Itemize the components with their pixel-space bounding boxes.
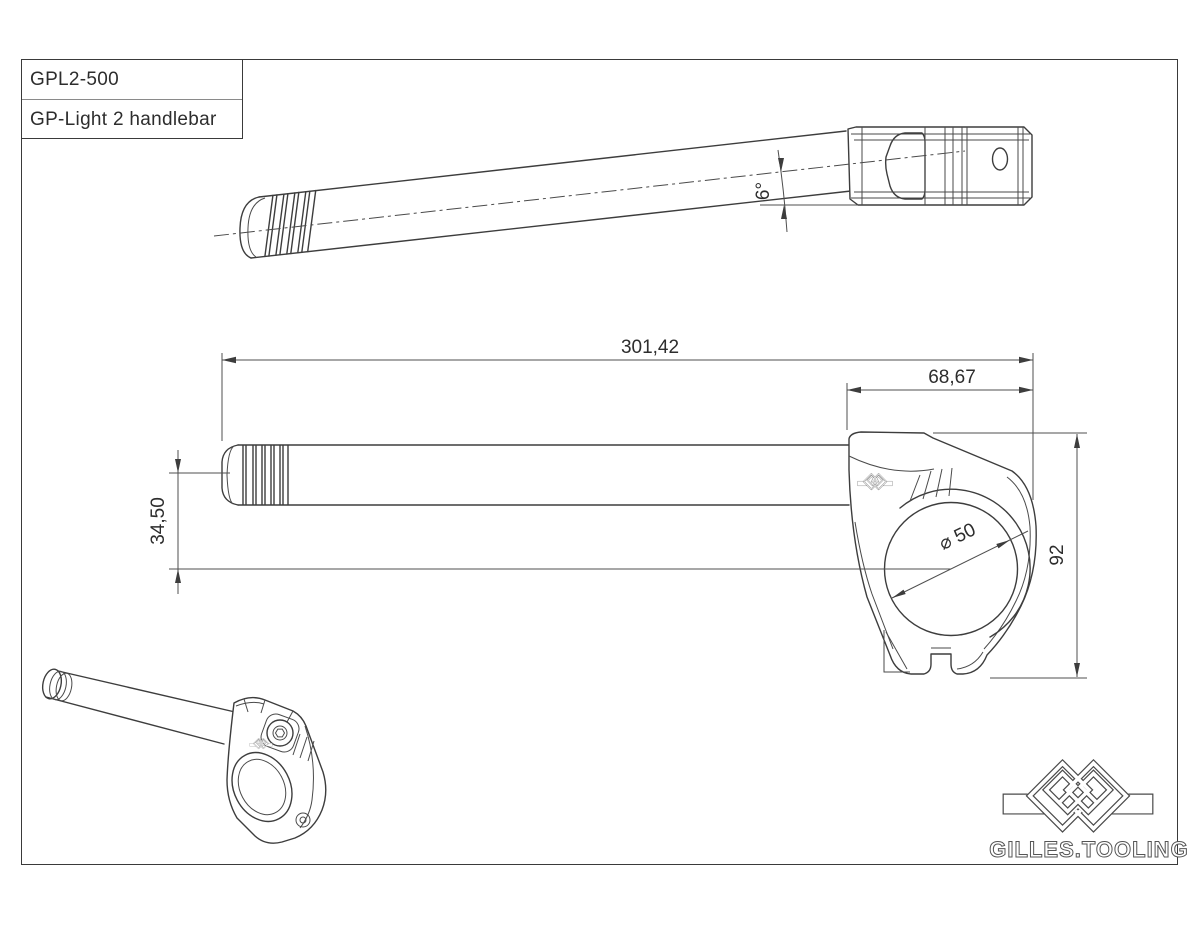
isometric-clamp [226,696,327,844]
gilles-gg-monogram-icon [1003,763,1153,828]
part-number: GPL2-500 [22,60,242,100]
knurl-grooves-side-view [242,444,289,506]
tube-centerline [213,150,966,237]
dimension-angle-6deg: 6° [753,149,858,233]
top-view: 6° [213,126,1033,259]
overall-length-value: 301,42 [621,337,679,358]
clamp-top-view [847,126,1033,206]
drawing-frame [21,59,1178,865]
dimension-clamp-height: 92 [933,432,1087,679]
angle-value: 6° [753,182,774,200]
isometric-view [41,668,327,844]
clamp-height-value: 92 [1047,544,1068,565]
clamp-side-view [848,431,1037,675]
side-view: 301,42 68,67 34,50 [148,337,1087,679]
isometric-score-lines [292,733,315,762]
dimension-clamp-length: 68,67 [846,367,1033,430]
dimension-drop: 34,50 [148,450,951,594]
brand-logo: GILLES.TOOLING [989,763,1188,863]
clamp-length-value: 68,67 [928,367,976,388]
dimension-overall-length: 301,42 [221,337,1034,500]
drop-value: 34,50 [148,497,169,545]
grip-score-lines [909,467,953,502]
isometric-tube-endcap [41,668,73,702]
title-block: GPL2-500 GP-Light 2 handlebar [21,59,243,139]
knurl-grooves-top-view [264,189,317,258]
brand-text: GILLES.TOOLING [989,837,1188,862]
clamp-bolt-head [266,719,294,747]
part-name: GP-Light 2 handlebar [30,109,217,130]
